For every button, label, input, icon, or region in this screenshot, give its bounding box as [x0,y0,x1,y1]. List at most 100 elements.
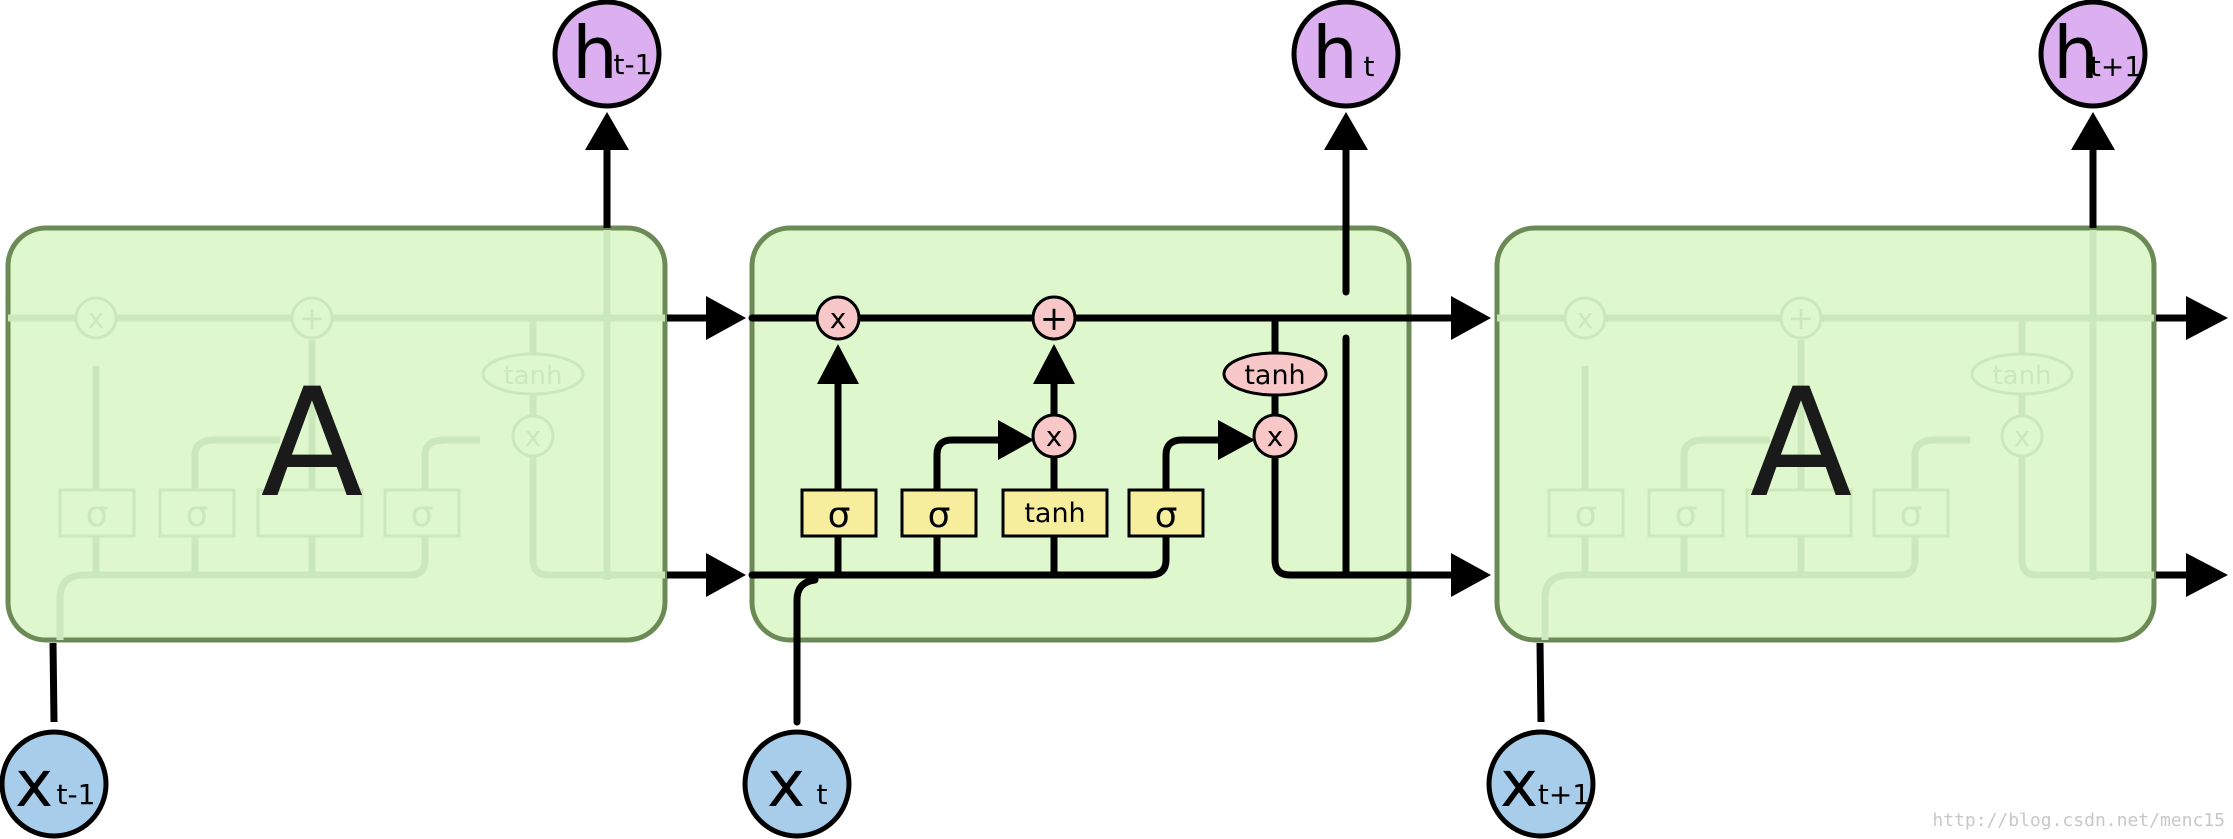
arrow-right-icon [1451,296,1491,340]
arrow-right-icon [1451,553,1491,597]
output-node-h-curr: h t [1291,0,1401,109]
pointwise-op-labels: x + x x tanh [830,299,1306,453]
faded-sigma-label: σ [186,494,209,535]
faded-multiply-1 [1563,296,1607,340]
faded-add-label: + [299,299,326,337]
node-subscript: t [817,778,828,811]
sigma-label: σ [828,495,851,536]
faded-multiply-3 [511,414,555,458]
input-gate-line [933,436,1004,579]
faded-sigma-3 [383,488,461,538]
faded-sigma-label: σ [1675,494,1698,535]
chain-connections [49,145,2190,723]
faded-multiply-label: x [88,302,105,335]
faded-tanh-layer [256,488,364,538]
output-multiply-op [1252,413,1298,459]
chain-arrowheads [585,112,2228,597]
arrow-right-icon [706,296,746,340]
faded-sigma-2 [158,488,236,538]
faded-tanh-op [481,352,585,396]
cell-wiring [748,141,1434,726]
arrow-right-icon [706,553,746,597]
forget-multiply-op [815,295,861,341]
arrow-up-icon [1324,112,1368,150]
arrow-up-forget [817,344,859,384]
arrow-up-icon [585,112,629,150]
faded-add [290,296,334,340]
faded-tanh-label: tanh [1992,361,2051,391]
output-node-h-next: h t+1 [2038,0,2148,109]
faded-multiply-label: x [1577,302,1594,335]
pointwise-ops [815,295,1328,459]
node-subscript: t-1 [614,48,653,81]
sigma-label: σ [928,495,951,536]
arrow-up-icon [2071,112,2115,150]
xt-input-line [793,576,819,726]
faded-sigma-label: σ [1900,494,1923,535]
faded-sigma-label: σ [86,494,109,535]
faded-sigma-3 [1872,488,1950,538]
node-letter: x [767,748,805,822]
faded-sigma-label: σ [411,494,434,535]
gate-layers [800,488,1205,538]
faded-multiply-label: x [2014,420,2031,453]
faded-add [1779,296,1823,340]
forget-gate-sigma [800,488,878,538]
faded-multiply-1 [74,296,118,340]
input-gate-sigma [900,488,978,538]
faded-tanh-layer [1745,488,1853,538]
faded-sigma-1 [58,488,136,538]
faded-tanh-label: tanh [503,361,562,391]
arrow-right-icon [2186,553,2228,597]
input-node-x-next: x t+1 [1486,729,1596,839]
node-subscript: t-1 [57,778,96,811]
tanh-op [1222,351,1328,397]
candidate-tanh-layer [1001,488,1109,538]
arrow-right-input [998,420,1034,460]
faded-sigma-2 [1647,488,1725,538]
tanh-op-label: tanh [1244,360,1305,391]
node-letter: h [572,11,618,95]
output-line [1271,452,1434,579]
faded-internals [1497,230,2154,640]
faded-gate-labels: σ σ σ tanh x + x [1575,299,2052,535]
faded-gate-labels: σ σ σ tanh x + x [86,299,563,535]
arrow-up-candidate [1033,344,1075,384]
multiply-label: x [1267,420,1284,453]
node-letter: x [15,748,53,822]
faded-tanh-op [1970,352,2074,396]
faded-sigma-label: σ [1575,494,1598,535]
cell-label-A: A [1750,357,1853,531]
tanh-layer-label: tanh [1024,498,1085,529]
cell-add-op [1031,295,1077,341]
add-label: + [1040,299,1069,339]
output-node-h-prev: h t-1 [552,0,662,109]
node-letter: h [2053,11,2099,95]
node-subscript: t+1 [2090,50,2142,83]
lstm-cell-next: σ σ σ tanh x + x A [1494,225,2157,643]
gate-layer-labels: σ σ tanh σ [828,495,1178,536]
input-node-x-curr: x t [742,729,852,839]
sigma-label: σ [1155,495,1178,536]
faded-multiply-label: x [525,420,542,453]
node-letter: h [1312,11,1358,95]
node-subscript: t+1 [1538,778,1590,811]
faded-multiply-3 [2000,414,2044,458]
input-multiply-op [1031,413,1077,459]
arrow-right-output [1218,420,1255,460]
node-letter: x [1500,748,1538,822]
x-prev-riser [49,642,58,723]
faded-gates [58,296,585,538]
faded-sigma-1 [1547,488,1625,538]
lstm-cell-prev: σ σ σ tanh x + x A [5,225,668,643]
faded-gates [1547,296,2074,538]
multiply-label: x [1046,420,1063,453]
faded-add-label: + [1788,299,1815,337]
output-gate-sigma [1127,488,1205,538]
node-subscript: t [1364,50,1375,83]
input-node-x-prev: x t-1 [0,729,109,839]
internal-arrows [817,344,1255,460]
lstm-cell-curr: σ σ tanh σ x + x x tanh [748,141,1434,726]
arrow-right-icon [2186,296,2228,340]
